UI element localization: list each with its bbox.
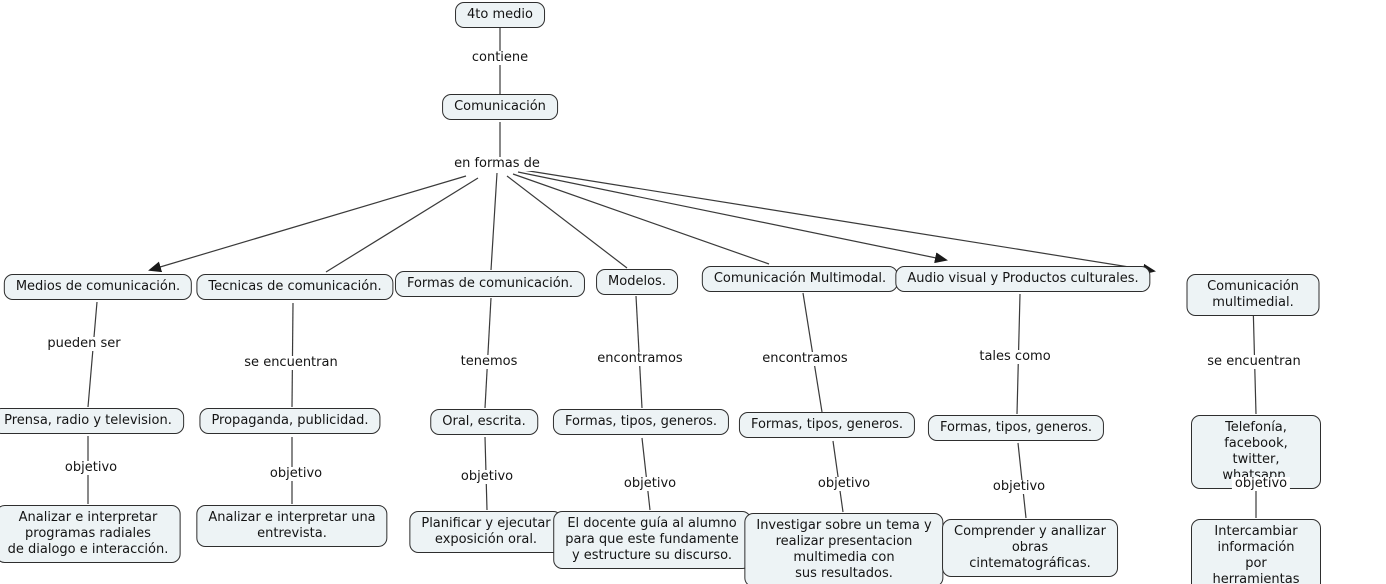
concept-node-multimedial[interactable]: Comunicación multimedial. (1186, 274, 1320, 316)
edge-b1-top (87, 301, 98, 408)
edge-fan-tecnicas (325, 177, 479, 273)
concept-node-telefonia[interactable]: Telefonía, facebook, twitter, whatsapp. (1191, 415, 1321, 489)
concept-node-formas-tipos-2[interactable]: Formas, tipos, generos. (738, 412, 916, 438)
edge-b3-top (484, 297, 492, 409)
concept-node-formas-tipos-1[interactable]: Formas, tipos, generos. (552, 409, 730, 435)
concept-node-leaf-investigar[interactable]: Investigar sobre un tema y realizar pres… (744, 513, 944, 584)
edge-b4-bottom (641, 437, 651, 511)
concept-node-formas-tipos-3[interactable]: Formas, tipos, generos. (927, 415, 1105, 441)
concept-node-leaf-cinematograficas[interactable]: Comprender y anallizar obras cintematogr… (942, 519, 1118, 577)
edge-b2-top (291, 302, 294, 408)
link-label-pueden-ser[interactable]: pueden ser (44, 337, 124, 351)
edge-fan-multimodal (512, 173, 770, 265)
concept-node-leaf-entrevista[interactable]: Analizar e interpretar una entrevista. (196, 505, 388, 547)
edge-fan-formas (490, 172, 498, 271)
concept-node-formas[interactable]: Formas de comunicación. (394, 271, 586, 297)
edge-b5-bottom (832, 440, 844, 513)
concept-node-tecnicas[interactable]: Tecnicas de comunicación. (196, 274, 394, 300)
edge-fan-multimedial (522, 169, 1156, 275)
concept-node-hub[interactable]: Comunicación (442, 94, 558, 120)
link-label-objetivo-1[interactable]: objetivo (61, 461, 121, 475)
concept-node-modelos[interactable]: Modelos. (596, 269, 678, 295)
edge-fan-medios (148, 175, 467, 273)
link-label-objetivo-5[interactable]: objetivo (814, 477, 874, 491)
link-label-objetivo-7[interactable]: objetivo (1231, 477, 1291, 491)
concept-node-propaganda[interactable]: Propaganda, publicidad. (199, 408, 381, 434)
link-label-encontramos-1[interactable]: encontramos (594, 352, 686, 366)
concept-node-oral[interactable]: Oral, escrita. (430, 409, 538, 435)
concept-node-leaf-exposicion-oral[interactable]: Planificar y ejecutar exposición oral. (409, 511, 563, 553)
link-label-encontramos-2[interactable]: encontramos (759, 352, 851, 366)
link-label-objetivo-2[interactable]: objetivo (266, 467, 326, 481)
edge-fan-audiovisual (517, 171, 948, 264)
link-label-se-encuentran-2[interactable]: se encuentran (1204, 355, 1304, 369)
link-label-se-encuentran-1[interactable]: se encuentran (241, 356, 341, 370)
link-label-objetivo-3[interactable]: objetivo (457, 470, 517, 484)
concept-node-multimodal[interactable]: Comunicación Multimodal. (701, 266, 899, 292)
concept-node-medios[interactable]: Medios de comunicación. (3, 274, 193, 300)
concept-node-root[interactable]: 4to medio (455, 2, 545, 28)
concept-node-leaf-internet[interactable]: Intercambiar información por herramienta… (1191, 519, 1321, 584)
concept-node-prensa[interactable]: Prensa, radio y television. (0, 408, 184, 434)
link-label-objetivo-6[interactable]: objetivo (989, 480, 1049, 494)
link-label-tenemos[interactable]: tenemos (457, 355, 521, 369)
link-label-objetivo-4[interactable]: objetivo (620, 477, 680, 491)
concept-node-audiovisual[interactable]: Audio visual y Productos culturales. (895, 266, 1151, 292)
concept-node-leaf-docente-guia[interactable]: El docente guía al alumno para que este … (553, 511, 751, 569)
concept-node-leaf-analizar-radiales[interactable]: Analizar e interpretar programas radiale… (0, 505, 181, 563)
edge-fan-modelos (506, 175, 628, 269)
link-label-contiene[interactable]: contiene (468, 51, 532, 65)
link-label-tales-como[interactable]: tales como (976, 350, 1054, 364)
link-label-en-formas-de[interactable]: en formas de (451, 157, 543, 171)
